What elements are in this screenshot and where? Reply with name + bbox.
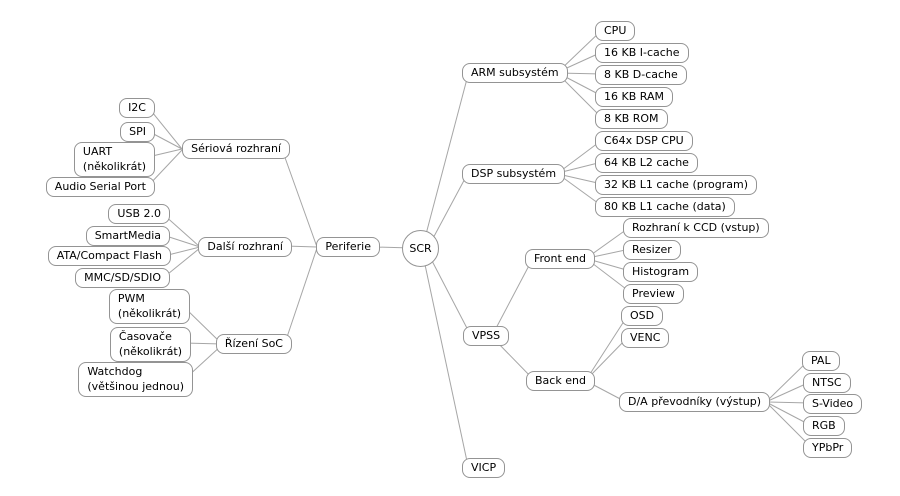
node-back-end[interactable]: Back end [526,371,595,391]
node-audio-serial-port[interactable]: Audio Serial Port [45,177,155,197]
connector-da-ypbpr [767,403,811,447]
node-ntsc[interactable]: NTSC [803,373,851,393]
node-mmc-sd-sdio[interactable]: MMC/SD/SDIO [75,268,170,288]
connector-vpss-frontend [493,257,534,333]
connector-scr-vicp [423,259,469,467]
node-i2c[interactable]: I2C [119,98,155,118]
node-venc[interactable]: VENC [621,328,670,348]
node-scr[interactable]: SCR [402,230,439,267]
node-da-prevodniky[interactable]: D/A převodníky (výstup) [619,392,771,412]
node-pal[interactable]: PAL [802,351,840,371]
node-smartmedia[interactable]: SmartMedia [85,226,170,246]
connector-dsp-l1d [557,173,603,207]
node-preview[interactable]: Preview [623,284,684,304]
connector-dsp-c64x [557,139,603,174]
node-dalsi-rozhrani[interactable]: Další rozhraní [198,237,292,257]
connector-dsp-l2 [557,161,603,174]
connector-scr-vpss [429,256,471,335]
node-svideo[interactable]: S-Video [803,394,863,414]
node-rizeni-soc[interactable]: Řízení SoC [215,334,292,354]
node-vpss[interactable]: VPSS [463,326,510,346]
node-casovace[interactable]: Časovače (několikrát) [109,327,191,362]
node-ram[interactable]: 16 KB RAM [595,87,673,107]
node-arm-subsystem[interactable]: ARM subsystém [462,63,568,83]
connector-frontend-preview [587,259,631,293]
node-ata-compact-flash[interactable]: ATA/Compact Flash [47,246,171,266]
node-rom[interactable]: 8 KB ROM [595,109,668,129]
connector-scr-dsp [430,172,469,243]
node-dsp-subsystem[interactable]: DSP subsystém [462,164,566,184]
node-ccd-rozhrani[interactable]: Rozhraní k CCD (vstup) [623,218,769,238]
node-l1-cache-program[interactable]: 32 KB L1 cache (program) [595,175,757,195]
node-icache[interactable]: 16 KB I-cache [595,43,689,63]
node-usb[interactable]: USB 2.0 [108,204,170,224]
node-l1-cache-data[interactable]: 80 KB L1 cache (data) [595,197,735,217]
connector-seriova-periferie [282,151,318,248]
node-watchdog[interactable]: Watchdog (většinou jednou) [78,362,193,397]
node-l2-cache[interactable]: 64 KB L2 cache [595,153,698,173]
node-osd[interactable]: OSD [621,306,664,326]
node-resizer[interactable]: Resizer [623,240,681,260]
node-dcache[interactable]: 8 KB D-cache [595,65,687,85]
connector-rizeni-periferie [284,247,318,344]
connector-arm-rom [557,73,603,119]
node-c64x-dsp-cpu[interactable]: C64x DSP CPU [595,131,693,151]
node-seriova-rozhrani[interactable]: Sériová rozhraní [182,139,290,159]
node-cpu[interactable]: CPU [595,21,636,41]
connector-backend-osd [587,314,629,378]
node-periferie[interactable]: Periferie [316,237,380,257]
connector-dsp-l1p [557,173,603,185]
node-ypbpr[interactable]: YPbPr [803,438,853,458]
node-histogram[interactable]: Histogram [623,262,699,282]
node-vicp[interactable]: VICP [462,458,506,478]
node-spi[interactable]: SPI [120,122,155,142]
node-rgb[interactable]: RGB [803,416,845,436]
connector-scr-arm [424,74,469,239]
node-uart[interactable]: UART (několikrát) [73,142,155,177]
node-front-end[interactable]: Front end [525,249,596,269]
node-pwm[interactable]: PWM (několikrát) [108,289,190,324]
